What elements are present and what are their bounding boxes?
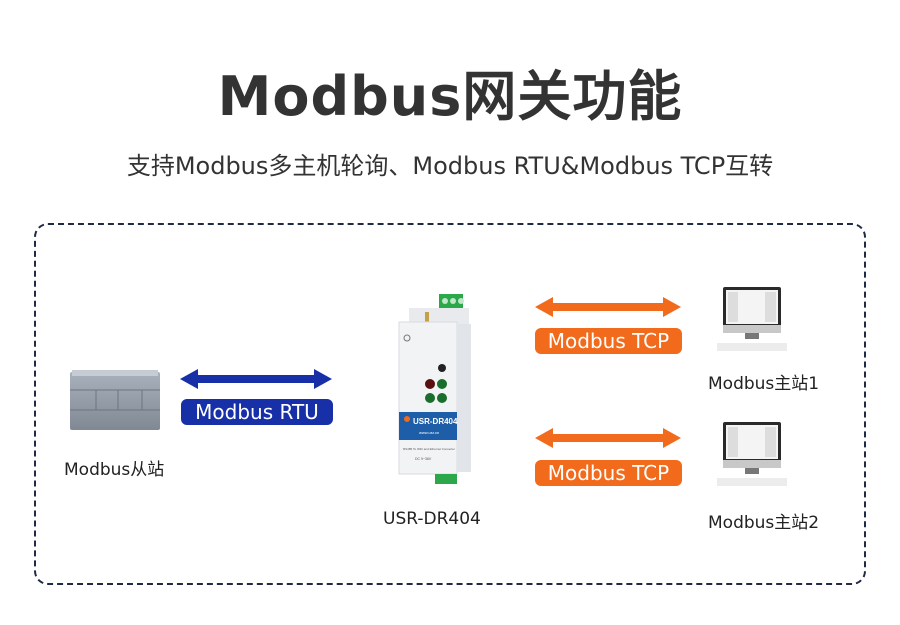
page-subtitle: 支持Modbus多主机轮询、Modbus RTU&Modbus TCP互转 [126,152,774,180]
gateway-label: USR-DR404 [383,509,481,529]
rtu-arrow-icon [180,369,332,389]
master1-label: Modbus主站1 [708,374,820,394]
master2-computer-icon [717,422,787,486]
plc-icon [70,370,160,430]
tcp1-arrow-icon [535,297,681,317]
page-title: Modbus网关功能 [217,65,683,128]
master1-computer-icon [717,287,787,351]
panel-desc: RS485 To WiFi and Ethernet Converter [403,447,455,451]
tcp1-tag: Modbus TCP [535,328,682,354]
panel-url: www.usr.cn [419,430,439,435]
panel-brand: USR-DR404 [413,417,458,426]
master2-label: Modbus主站2 [708,513,820,533]
tcp2-tag: Modbus TCP [535,460,682,486]
slave-label: Modbus从站 [64,460,165,480]
diagram-frame [34,223,866,585]
gateway-device-icon: USR-DR404 www.usr.cn RS485 To WiFi and E… [398,294,471,484]
rtu-tag: Modbus RTU [181,399,333,425]
panel-power: DC 9~36V [415,457,432,461]
tcp2-arrow-icon [535,428,681,448]
